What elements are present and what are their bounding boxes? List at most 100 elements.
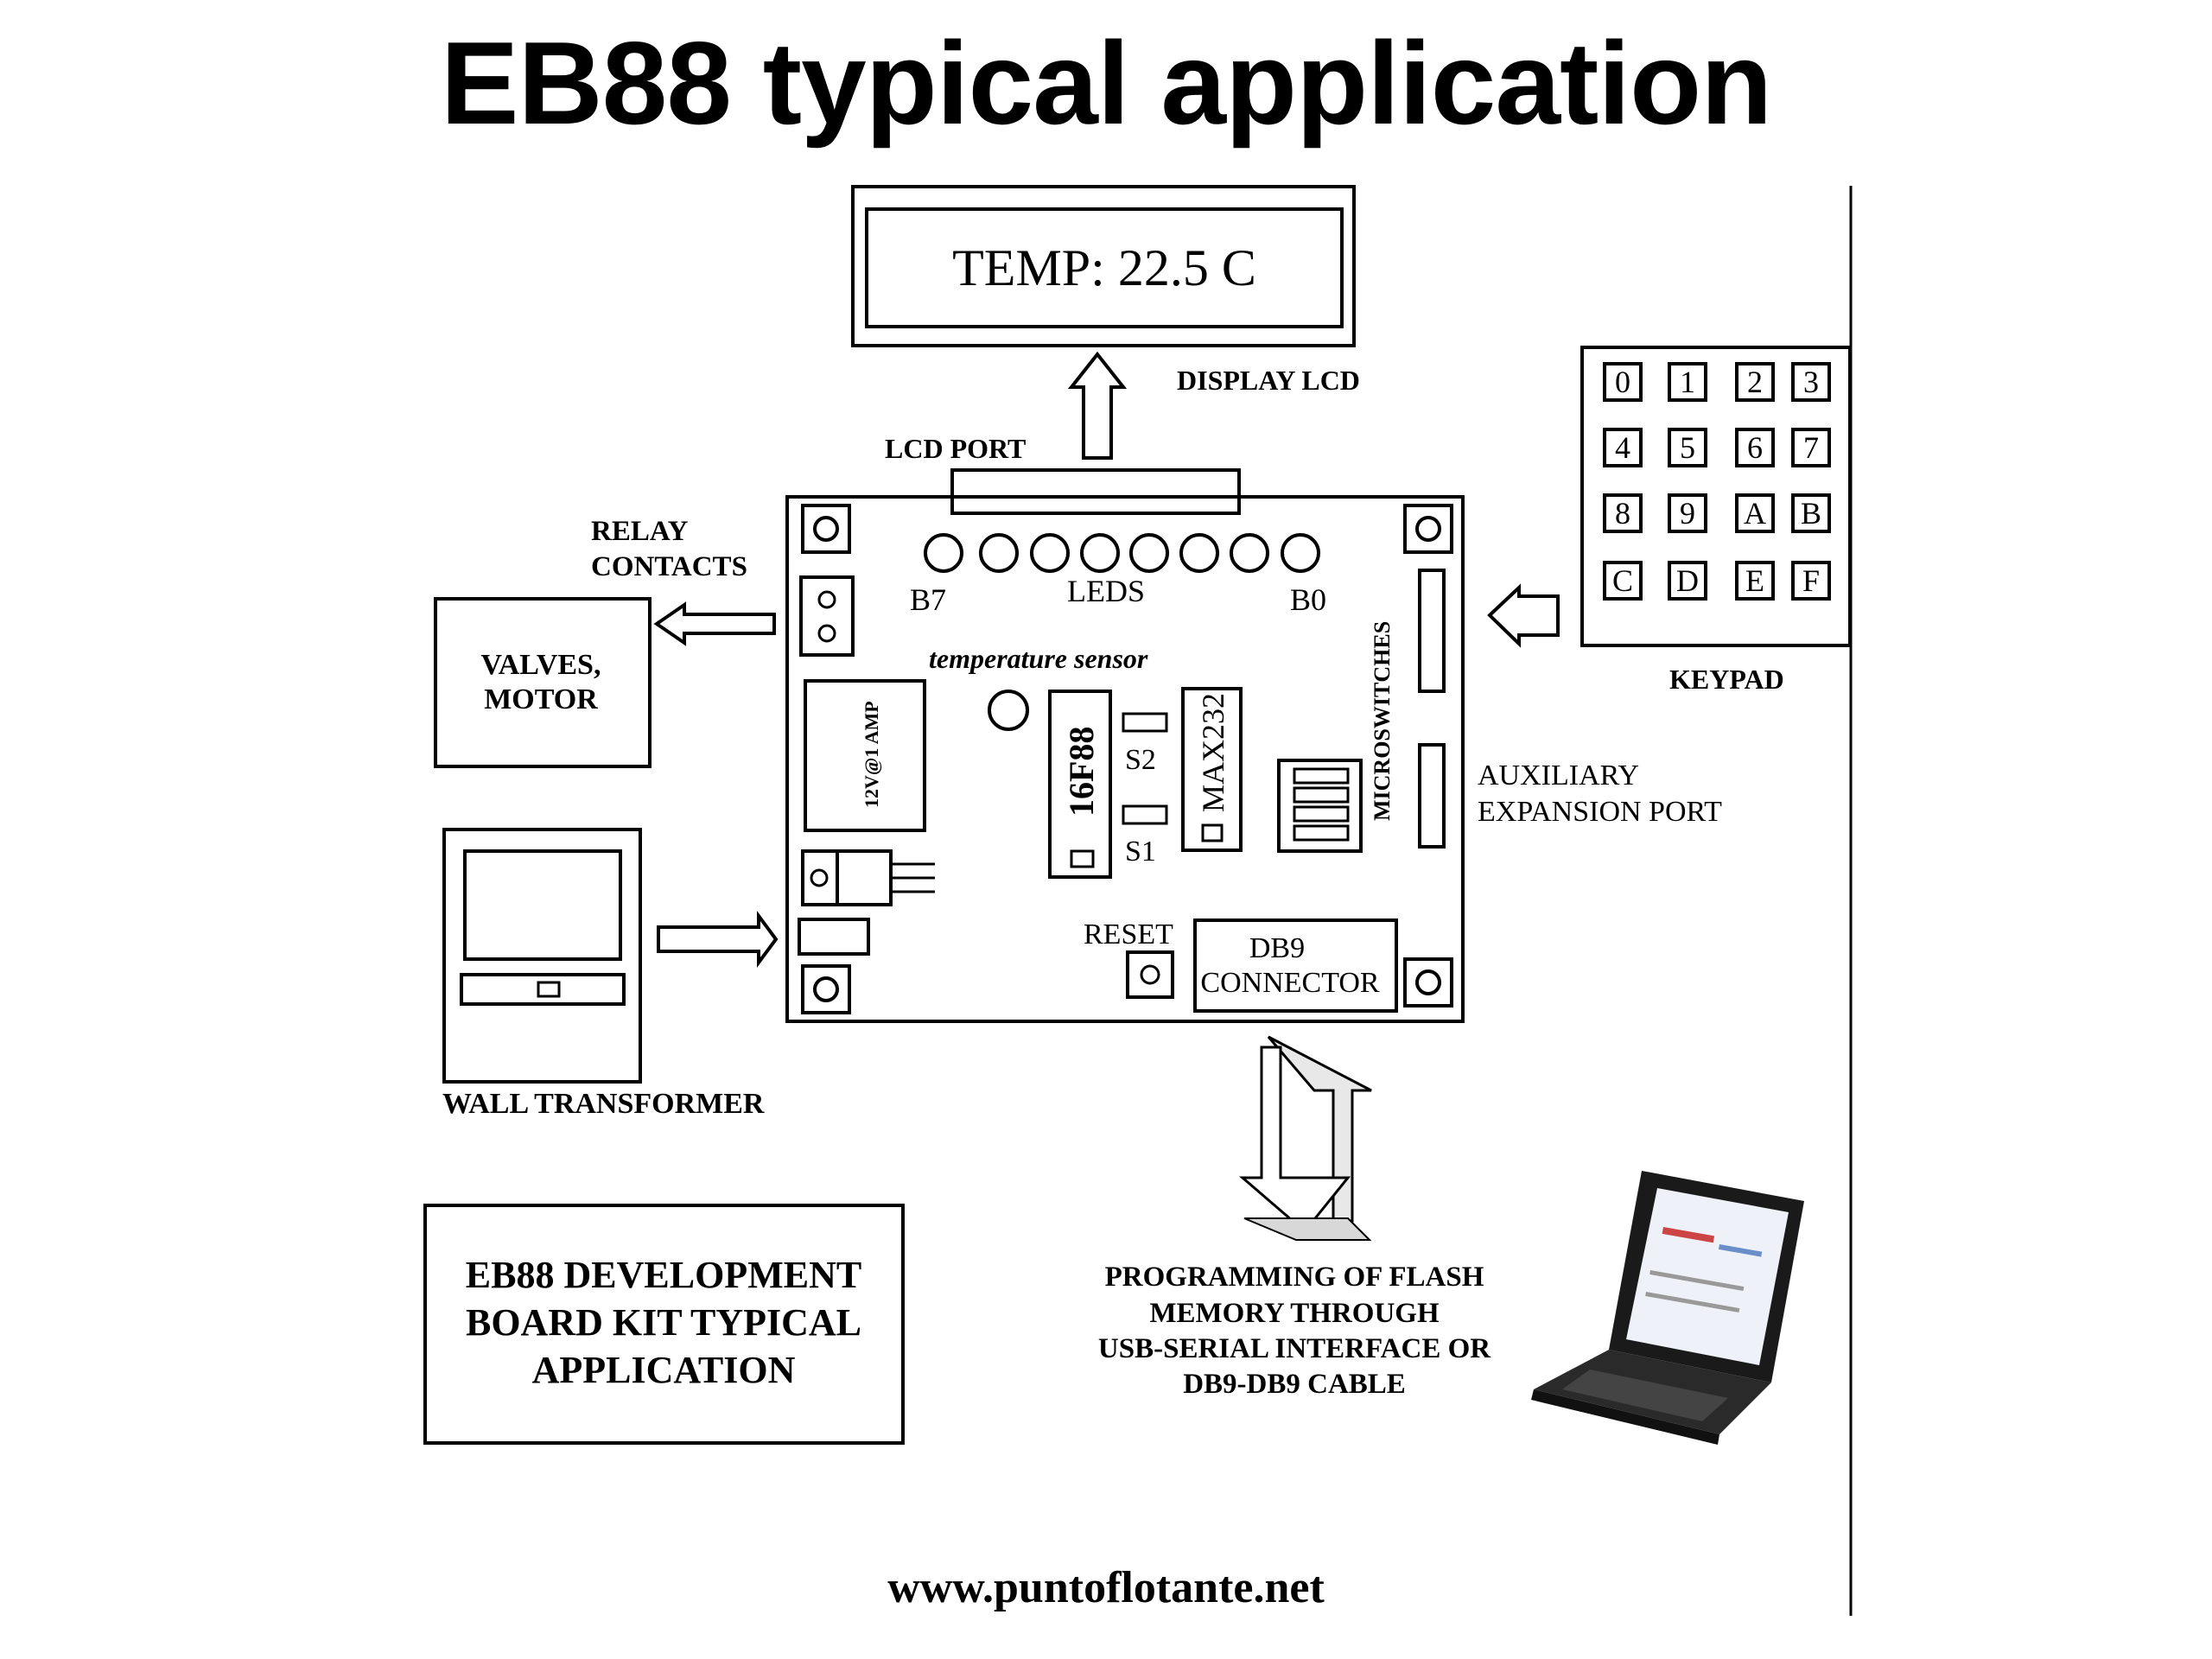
- keypad-key-label: 3: [1803, 365, 1819, 399]
- keypad-key-label: F: [1802, 563, 1820, 598]
- kit-title-box: [423, 1204, 905, 1445]
- max232-chip: MAX232: [1181, 687, 1243, 852]
- led: [1129, 533, 1169, 573]
- website-footer: www.puntoflotante.net: [887, 1563, 1325, 1612]
- keypad-key-label: D: [1676, 563, 1699, 598]
- display-lcd-label: DISPLAY LCD: [1177, 365, 1360, 396]
- temperature-sensor: [988, 690, 1029, 731]
- mounting-hole: [801, 504, 851, 554]
- keypad-key: C: [1603, 561, 1643, 601]
- wall-transformer-label: WALL TRANSFORMER: [442, 1088, 765, 1120]
- db9-connector: [1193, 918, 1398, 1013]
- aux-label-line1: AUXILIARY: [1478, 760, 1639, 791]
- relay-left-arrow: [653, 601, 776, 646]
- led-b0-label: B0: [1290, 582, 1326, 617]
- keypad-key: 7: [1791, 428, 1831, 467]
- keypad-key: 1: [1668, 362, 1707, 402]
- power-right-arrow: [657, 910, 779, 969]
- switch-s1: [1122, 804, 1168, 825]
- valves-label-line2: MOTOR: [484, 683, 598, 715]
- keypad-key: B: [1791, 493, 1831, 533]
- power-jack: [798, 918, 870, 956]
- keypad-key: 0: [1603, 362, 1643, 402]
- reset-label: RESET: [1084, 918, 1173, 950]
- lcd-readout: TEMP: 22.5 C: [952, 239, 1256, 296]
- led: [979, 533, 1019, 573]
- keypad-key-label: 9: [1680, 496, 1695, 531]
- programming-line2: MEMORY THROUGH: [1149, 1298, 1440, 1329]
- microswitches-label: MICROSWITCHES: [1370, 621, 1395, 821]
- mounting-hole: [1403, 504, 1453, 554]
- keypad-key: A: [1735, 493, 1775, 533]
- voltage-regulator: [801, 849, 935, 906]
- lcd-port-label: LCD PORT: [885, 433, 1026, 464]
- aux-label-line2: EXPANSION PORT: [1478, 796, 1722, 828]
- mounting-hole: [801, 964, 851, 1014]
- keypad-key-label: 7: [1803, 430, 1819, 465]
- relay-contacts-label-line2: CONTACTS: [591, 551, 747, 582]
- temperature-sensor-label: temperature sensor: [929, 643, 1148, 674]
- programming-double-arrow: [1238, 1035, 1372, 1241]
- leds-label: LEDS: [1067, 574, 1145, 608]
- led-b7-label: B7: [910, 582, 946, 617]
- keypad-key-label: 2: [1747, 365, 1763, 399]
- page-title: EB88 typical application: [440, 17, 1772, 149]
- keypad-key: 9: [1668, 493, 1707, 533]
- keypad-key-label: 8: [1615, 496, 1630, 531]
- mcu-chip: 16F88: [1048, 690, 1112, 879]
- switch-s2: [1122, 712, 1168, 733]
- kit-title-line1: EB88 DEVELOPMENT: [466, 1254, 861, 1296]
- valves-label-line1: VALVES,: [481, 649, 601, 681]
- wall-transformer: [442, 828, 642, 1084]
- valves-motor-box: [434, 597, 652, 768]
- keypad-key: E: [1735, 561, 1775, 601]
- led: [1179, 533, 1219, 573]
- keypad-key-label: 4: [1615, 430, 1630, 465]
- relay-rating: 12V@1 AMP: [861, 701, 882, 808]
- led-row: [924, 533, 1320, 573]
- reset-button: [1126, 950, 1174, 999]
- led: [1230, 533, 1269, 573]
- keypad-label: KEYPAD: [1669, 664, 1784, 695]
- led: [1030, 533, 1070, 573]
- laptop-image: [1531, 1171, 1804, 1445]
- keypad-key-label: 6: [1747, 430, 1763, 465]
- db9-label-line2: CONNECTOR: [1200, 967, 1379, 999]
- db9-label-line1: DB9: [1249, 932, 1305, 964]
- keypad-key: 8: [1603, 493, 1643, 533]
- keypad-key: 2: [1735, 362, 1775, 402]
- lcd-port: [950, 468, 1241, 515]
- keypad-key: 4: [1603, 428, 1643, 467]
- keypad-key-label: 1: [1680, 365, 1695, 399]
- mcu-label: 16F88: [1062, 727, 1101, 817]
- keypad-key-label: 5: [1680, 430, 1695, 465]
- keypad-connector: [1418, 569, 1446, 693]
- keypad-key-label: B: [1801, 496, 1821, 531]
- mounting-hole: [1403, 957, 1453, 1007]
- kit-title-line2: BOARD KIT TYPICAL: [466, 1301, 861, 1344]
- keypad-key-label: E: [1745, 563, 1764, 598]
- development-board: [785, 495, 1465, 1023]
- keypad-left-arrow: [1487, 583, 1560, 648]
- programming-line3: USB-SERIAL INTERFACE OR: [1098, 1333, 1491, 1364]
- programming-line1: PROGRAMMING OF FLASH: [1105, 1262, 1484, 1293]
- led: [1281, 533, 1320, 573]
- keypad-key: 3: [1791, 362, 1831, 402]
- programming-line4: DB9-DB9 CABLE: [1183, 1369, 1406, 1400]
- keypad-key: D: [1668, 561, 1707, 601]
- led: [924, 533, 963, 573]
- lcd-display: TEMP: 22.5 C: [851, 185, 1356, 347]
- kit-title-line3: APPLICATION: [532, 1349, 796, 1391]
- max232-label: MAX232: [1196, 693, 1230, 812]
- keypad-key-label: C: [1612, 563, 1633, 598]
- switch-s2-label: S2: [1125, 744, 1156, 776]
- keypad-key: 5: [1668, 428, 1707, 467]
- switch-s1-label: S1: [1125, 836, 1156, 868]
- relay-connector: [799, 575, 855, 657]
- keypad-key: F: [1791, 561, 1831, 601]
- led: [1080, 533, 1120, 573]
- keypad-key-label: A: [1744, 496, 1766, 531]
- keypad-key-label: 0: [1615, 365, 1630, 399]
